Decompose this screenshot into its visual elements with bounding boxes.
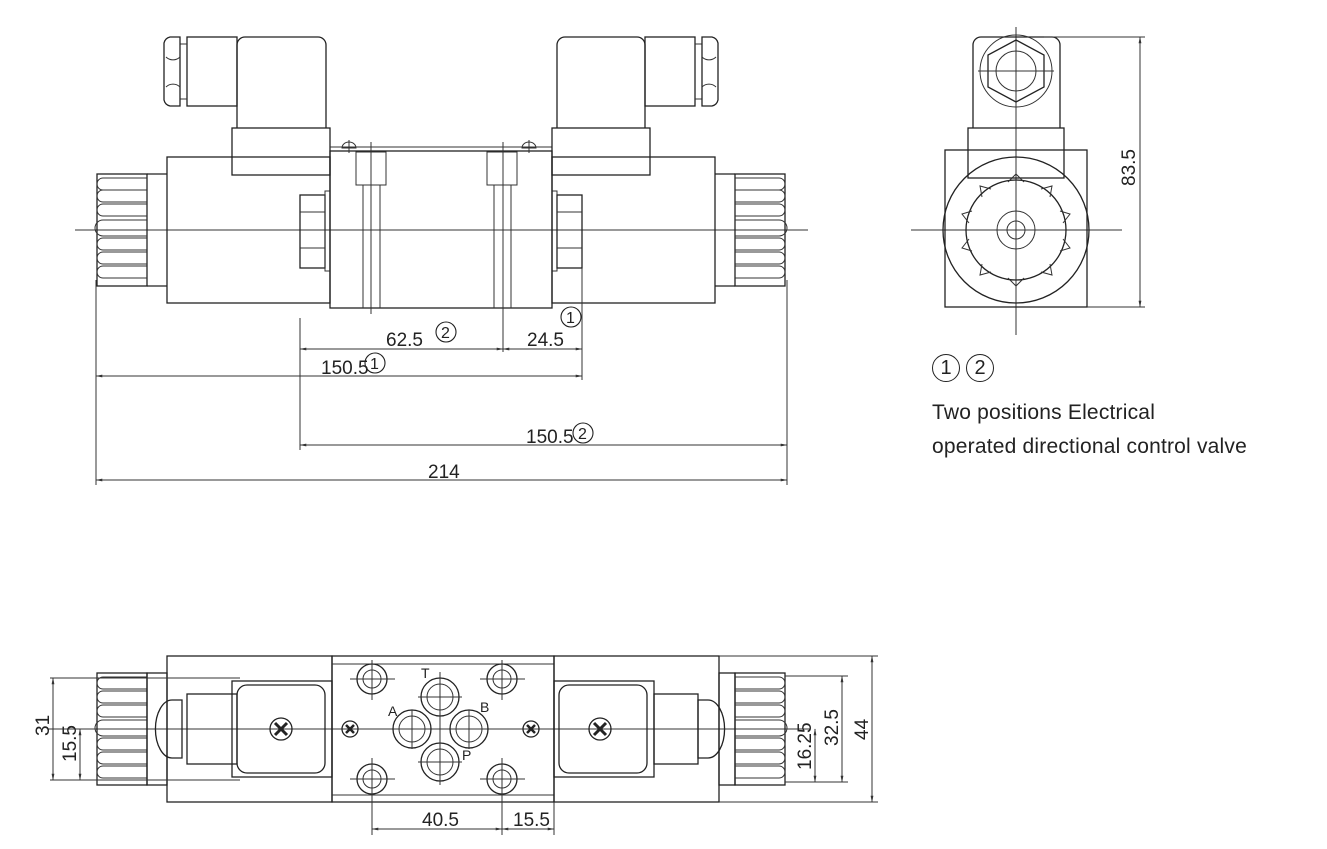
dim-15-5-bottom: 15.5 (513, 810, 550, 831)
coil-end-body (944, 149, 1088, 308)
marker-1-left: 1 (370, 356, 379, 373)
port-label-a: A (388, 703, 398, 719)
right-connector-base (551, 127, 651, 176)
gland-hex-nut (987, 39, 1045, 103)
port-label-b: B (480, 699, 489, 715)
right-cable-gland (644, 36, 696, 107)
dim-32-5: 32.5 (822, 709, 843, 746)
right-plug-top (558, 684, 648, 774)
dim-44: 44 (852, 718, 873, 740)
dim-83-5: 83.5 (1119, 149, 1140, 186)
legend-mark-1: 1 (932, 354, 960, 382)
right-gland-nut (701, 36, 719, 107)
left-nut (299, 194, 326, 269)
dim-150-5-1: 150.5 (321, 358, 369, 379)
coil-end-circle (942, 156, 1090, 304)
left-manual-knob (94, 173, 167, 287)
dim-150-5-2: 150.5 (526, 427, 574, 448)
right-plug (556, 36, 646, 128)
dim-24-5: 24.5 (527, 330, 564, 351)
front-view: 62.5 2 24.5 1 150.5 1 150.5 2 214 (75, 36, 808, 485)
knob-teeth (961, 173, 1071, 287)
dim-31: 31 (33, 715, 54, 736)
legend: 1 2 Two positions Electrical operated di… (932, 354, 1247, 464)
top-view: T A B P 31 15.5 40. (33, 655, 878, 835)
dim-16-25: 16.25 (795, 722, 816, 770)
dim-15-5-left: 15.5 (60, 725, 81, 762)
right-coil-body (551, 156, 716, 304)
right-manual-knob (715, 173, 788, 287)
right-nut (556, 194, 583, 269)
side-view: 83.5 (911, 27, 1145, 335)
left-cable-gland (186, 36, 238, 107)
marker-2-bottom: 2 (578, 426, 587, 443)
port-label-p: P (462, 747, 471, 763)
left-gland-nut (163, 36, 181, 107)
dim-62-5: 62.5 (386, 330, 423, 351)
legend-marks: 1 2 (932, 354, 1247, 382)
marker-1-right: 1 (566, 310, 575, 327)
title-line-1: Two positions Electrical (932, 401, 1156, 424)
mounting-holes (350, 660, 525, 835)
marker-2-top: 2 (441, 325, 450, 342)
knurled-knob (965, 179, 1067, 281)
port-label-t: T (421, 665, 430, 681)
left-connector-base (231, 127, 331, 176)
legend-mark-2: 2 (966, 354, 994, 382)
ports (392, 672, 489, 785)
dim-214: 214 (428, 462, 460, 483)
dim-40-5: 40.5 (422, 810, 459, 831)
left-plug (236, 36, 327, 128)
title-line-2: operated directional control valve (932, 435, 1247, 458)
